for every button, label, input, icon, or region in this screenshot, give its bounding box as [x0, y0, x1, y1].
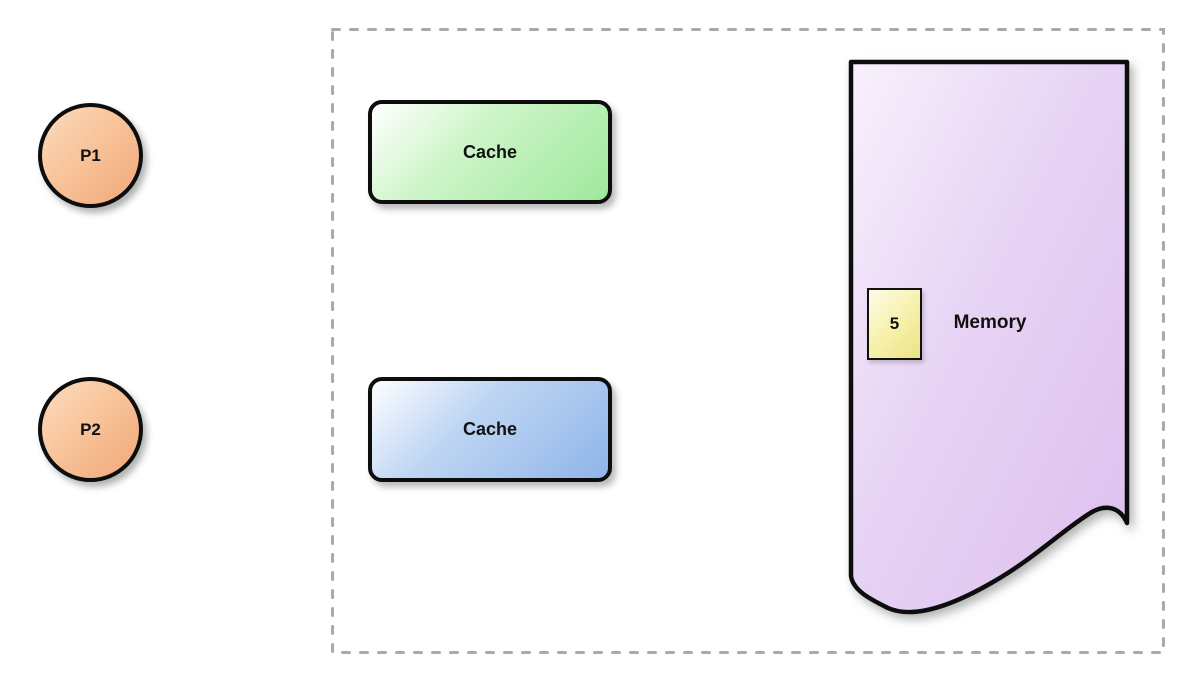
cache-p2-label: Cache	[462, 419, 518, 439]
processor-p1-label: P1	[80, 145, 101, 165]
memory-document-outline	[848, 59, 1130, 615]
system-boundary	[331, 28, 1165, 654]
cache-p2-box: Cache	[368, 377, 612, 482]
memory-label: Memory	[953, 312, 1027, 333]
processor-p2-circle: P2	[38, 377, 143, 482]
memory-cell: 5	[867, 288, 922, 360]
processor-p1-circle: P1	[38, 103, 143, 208]
cache-p1-box: Cache	[368, 100, 612, 204]
cache-p1-label: Cache	[462, 141, 518, 162]
system-boundary-rect	[331, 28, 1165, 654]
memory-cell-value: 5	[889, 314, 900, 333]
processor-p2-label: P2	[80, 419, 101, 439]
memory-shape	[848, 59, 1130, 615]
